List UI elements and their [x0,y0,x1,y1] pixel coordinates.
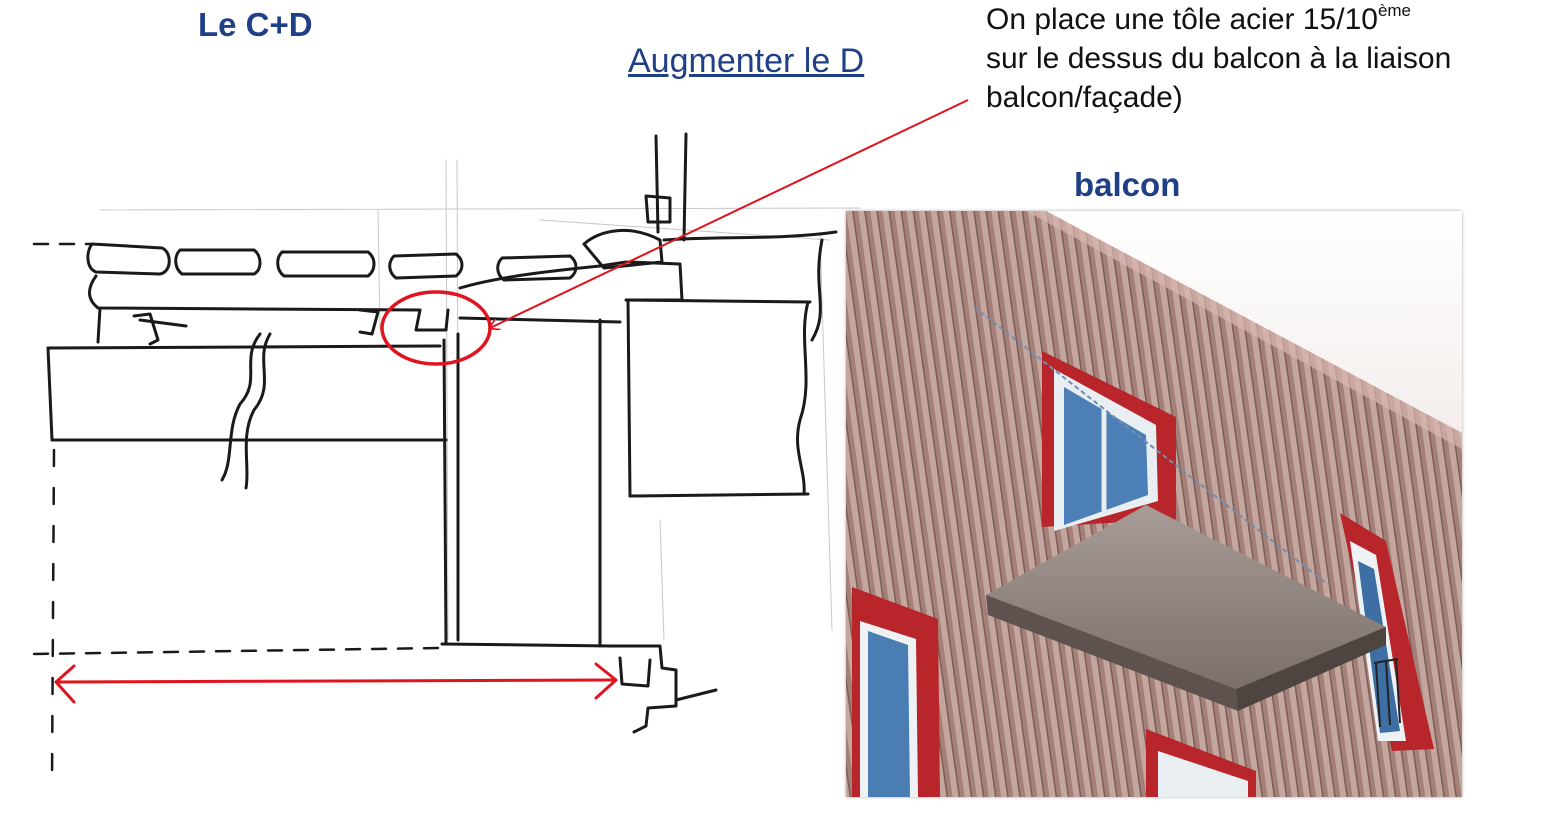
note-line-2: sur le dessus du balcon à la liaison [986,42,1452,75]
note-line-1: On place une tôle acier 15/10ème [986,0,1546,39]
window-upper [1042,351,1176,531]
dimension-arrow-icon [54,662,618,704]
balcony-photo [846,211,1462,797]
railing-right [1373,658,1401,728]
note-line-1-text: On place une tôle acier 15/10 [986,3,1378,36]
window-bottom [1146,729,1256,797]
augmenter-le-d-link[interactable]: Augmenter le D [628,42,865,80]
window-lower-left [852,587,940,797]
photo-label: balcon [1074,166,1181,203]
lower-connection-detail [610,644,718,734]
note-line-1-superscript: ème [1377,1,1412,20]
highlight-circle-icon [380,290,492,366]
slide-title: Le C+D [198,6,313,43]
dashed-line-bottom [32,646,442,656]
balcony-slab-photo [986,505,1386,711]
annotation-note: On place une tôle acier 15/10ème sur le … [986,0,1546,117]
paver-row [86,228,664,282]
balcony-tie-rod [973,306,1327,584]
balcony-slab [46,274,448,490]
dashed-line-left [50,448,56,782]
pointer-arrow-icon [490,99,969,328]
facade-wall [414,132,838,648]
sky-area [846,211,1462,433]
note-line-3: balcon/façade) [986,81,1183,114]
